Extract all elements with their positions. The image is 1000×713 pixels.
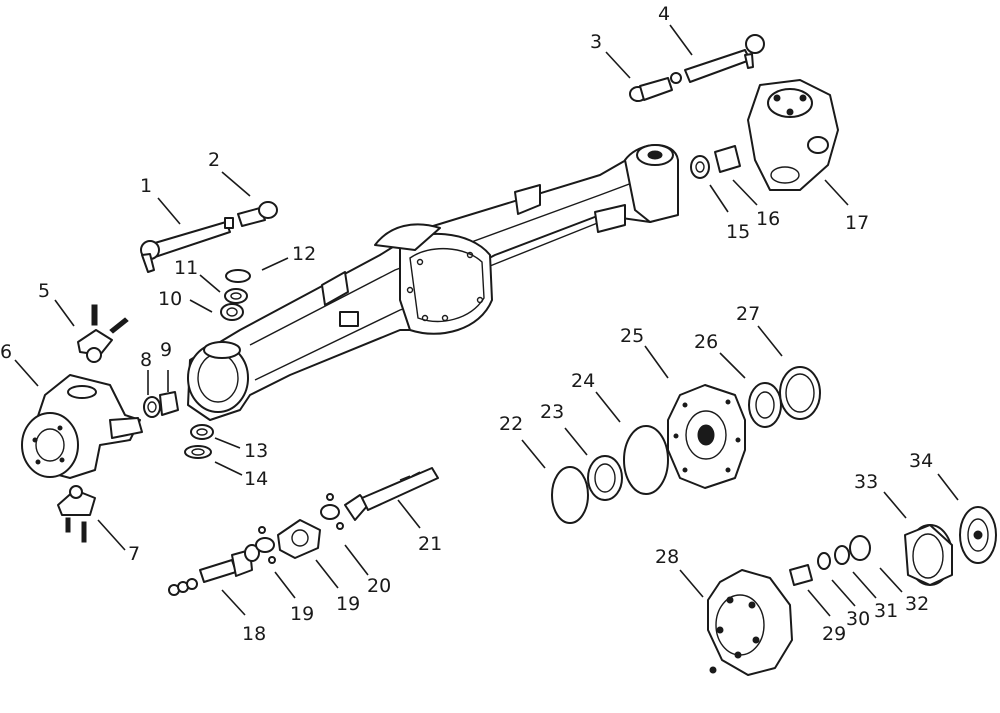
callout-15: 15 (726, 221, 750, 243)
drive-shaft (168, 467, 439, 596)
callout-27: 27 (736, 303, 760, 325)
tie-rod-left (140, 201, 278, 273)
callout-19a: 19 (290, 603, 314, 625)
callout-3: 3 (590, 31, 602, 53)
callout-7: 7 (128, 543, 140, 565)
callout-20: 19 (336, 593, 360, 615)
callout-24: 24 (571, 370, 595, 392)
tie-rod-right (629, 34, 765, 102)
callout-2: 2 (208, 149, 220, 171)
callout-1: 1 (140, 175, 152, 197)
callout-labels: 1 2 3 4 5 6 7 8 9 10 11 12 13 14 15 16 1… (0, 3, 933, 645)
callout-14: 14 (244, 468, 268, 490)
callout-9: 9 (160, 339, 172, 361)
callout-17: 17 (845, 212, 869, 234)
callout-12: 12 (292, 243, 316, 265)
callout-16: 16 (756, 208, 780, 230)
callout-8: 8 (140, 349, 152, 371)
bush-seal-set-left (143, 269, 251, 459)
callout-5: 5 (38, 280, 50, 302)
callout-13: 13 (244, 440, 268, 462)
leader-lines (14, 24, 959, 617)
callout-34: 34 (909, 450, 933, 472)
callout-21: 21 (418, 533, 442, 555)
callout-11: 11 (174, 257, 198, 279)
callout-10: 10 (158, 288, 182, 310)
callout-19b: 20 (367, 575, 391, 597)
callout-22: 22 (499, 413, 523, 435)
callout-26: 26 (694, 331, 718, 353)
callout-18: 18 (242, 623, 266, 645)
hub-assembly-lower (707, 506, 997, 676)
lower-pivot (57, 485, 96, 543)
callout-33: 33 (854, 471, 878, 493)
callout-23: 23 (540, 401, 564, 423)
callout-25: 25 (620, 325, 644, 347)
callout-31: 31 (874, 600, 898, 622)
steering-knuckle-right (690, 79, 839, 191)
hub-assembly-upper (551, 366, 821, 524)
callout-4: 4 (658, 3, 670, 25)
callout-28: 28 (655, 546, 679, 568)
axle-housing (187, 144, 679, 421)
upper-pivot (77, 304, 129, 363)
steering-knuckle-left (21, 374, 143, 479)
callout-32: 32 (905, 593, 929, 615)
callout-30: 30 (846, 608, 870, 630)
callout-6: 6 (0, 341, 12, 363)
callout-29: 29 (822, 623, 846, 645)
